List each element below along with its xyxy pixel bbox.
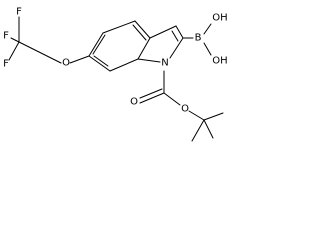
bond-ring-c7a-c7 [109, 58, 139, 72]
bond-c2-n [169, 37, 184, 59]
bond-ring-c6-c5-inner [92, 34, 106, 55]
bond-c3-c2 [175, 25, 184, 39]
atom-boron: B [195, 33, 202, 44]
bond-c-o-double-a [139, 92, 165, 104]
bonds [8, 16, 224, 142]
molecule-diagram: F F F O N B OH OH O O [3, 7, 228, 142]
bond-ring-c6-c5 [88, 32, 104, 57]
atom-boronic-oh-lower: OH [212, 56, 227, 67]
bond-tbu-up [203, 112, 224, 121]
atom-boronic-oh-upper: OH [212, 13, 227, 24]
atom-fluorine-left: F [3, 31, 9, 42]
bond-o-tbu [188, 110, 205, 121]
atom-carbonyl-oxygen: O [130, 97, 138, 108]
bond-c-f-left [10, 37, 20, 43]
bond-c-o-ester [163, 92, 181, 106]
atom-labels: F F F O N B OH OH O O [3, 7, 228, 115]
atom-ether-oxygen: O [62, 58, 70, 69]
atom-fluorine-top: F [16, 7, 22, 18]
structure-canvas: F F F O N B OH OH O O [3, 6, 228, 142]
bond-c3-c2-inner [171, 30, 179, 42]
bond-ring-c7-c6-inner [93, 55, 109, 67]
bond-b-oh-lower [203, 42, 212, 56]
bond-ring-c3a-c7a [137, 37, 151, 60]
bond-b-oh-upper [203, 23, 212, 35]
atom-indole-nitrogen: N [161, 58, 168, 69]
bond-c3a-c3 [149, 25, 177, 39]
bond-ring-c4-c3a-inner [132, 24, 147, 41]
bond-c-f-lower [8, 41, 20, 61]
bond-tbu-down [191, 119, 205, 142]
atom-ester-oxygen: O [181, 104, 189, 115]
bond-ring-c5-c4 [102, 20, 136, 34]
bond-ring-c7-c6 [88, 55, 111, 72]
bond-o-aryl [69, 55, 90, 64]
bond-c7a-n [137, 58, 161, 63]
bond-tbu-right [203, 119, 214, 139]
bond-ring-c4-c3a [134, 20, 151, 39]
bond-cf3-o [18, 41, 62, 64]
bond-c-o-double-b [139, 88, 163, 99]
atom-fluorine-lower: F [3, 59, 9, 70]
